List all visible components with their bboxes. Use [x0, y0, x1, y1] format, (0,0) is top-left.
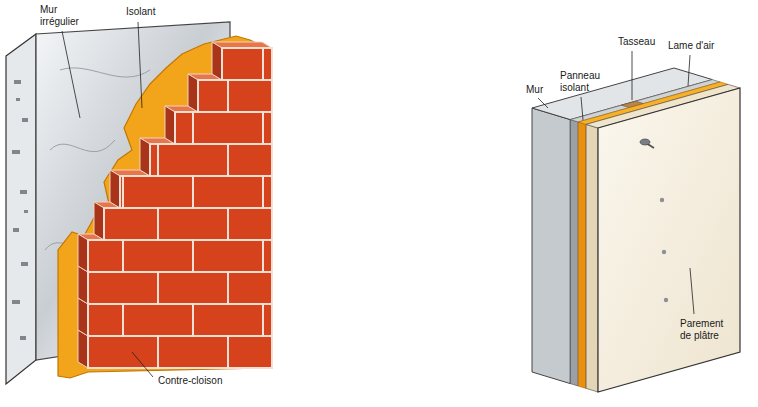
part-label: Mur irrégulier: [40, 4, 92, 28]
screw-heads: [660, 198, 668, 302]
label-anchor: Parement de plâtre: [680, 318, 730, 342]
brick: [263, 176, 272, 208]
brick: [193, 176, 263, 208]
leader-lines: [538, 51, 694, 314]
brick-end: [78, 330, 88, 368]
brick: [228, 144, 272, 176]
brick: [150, 144, 158, 176]
part-label: Parement de plâtre: [680, 318, 730, 342]
brick-partition: [78, 42, 272, 368]
brick: [198, 80, 228, 112]
brick: [175, 112, 193, 144]
part-label: Mur: [526, 84, 543, 96]
brick-end: [165, 106, 175, 144]
label-anchor: Mur: [526, 84, 543, 96]
label-anchor: Tasseau: [618, 36, 655, 48]
wall-side: [6, 34, 36, 384]
brick: [158, 144, 228, 176]
brick: [193, 240, 263, 272]
brick-end: [94, 202, 104, 240]
label-anchor: Contre-cloison: [158, 375, 222, 387]
brick: [104, 208, 158, 240]
right-figure: [532, 51, 740, 392]
brick: [158, 272, 228, 304]
air-gap-side: [570, 120, 578, 386]
brick: [123, 176, 193, 208]
brick: [263, 304, 272, 336]
brick: [88, 272, 158, 304]
brick: [88, 336, 158, 368]
left-figure: [6, 22, 272, 384]
label-anchor: Isolant: [126, 6, 155, 18]
brick-end: [78, 298, 88, 336]
brick: [158, 208, 228, 240]
brick-end: [78, 234, 88, 272]
part-label: Contre-cloison: [158, 375, 222, 387]
part-label: Isolant: [126, 6, 155, 18]
plaster-side: [586, 124, 598, 392]
plaster-face: [598, 88, 740, 392]
brick-end: [212, 42, 222, 80]
leader-lines: [62, 22, 153, 377]
brick: [123, 304, 193, 336]
screw: [640, 139, 654, 148]
brick: [193, 304, 263, 336]
brick-end: [110, 170, 120, 208]
part-label: Tasseau: [618, 36, 655, 48]
brick-end: [78, 266, 88, 304]
part-label: Panneau isolant: [560, 70, 606, 94]
brick: [263, 48, 272, 80]
brick: [158, 336, 228, 368]
label-anchor: Mur irrégulier: [40, 4, 92, 28]
brick: [88, 240, 123, 272]
brick: [228, 336, 272, 368]
brick: [263, 112, 272, 144]
brick: [123, 240, 193, 272]
label-anchor: Lame d'air: [668, 40, 714, 52]
panel-side: [578, 122, 586, 388]
brick: [228, 272, 272, 304]
wall-side: [532, 108, 570, 384]
wall-holes: [12, 80, 28, 340]
brick: [222, 48, 263, 80]
brick: [88, 304, 123, 336]
part-label: Lame d'air: [668, 40, 714, 52]
brick: [228, 208, 272, 240]
brick: [228, 80, 272, 112]
brick-end: [140, 138, 150, 176]
brick: [263, 240, 272, 272]
brick-end: [188, 74, 198, 112]
brick: [193, 112, 263, 144]
label-anchor: Panneau isolant: [560, 70, 606, 94]
